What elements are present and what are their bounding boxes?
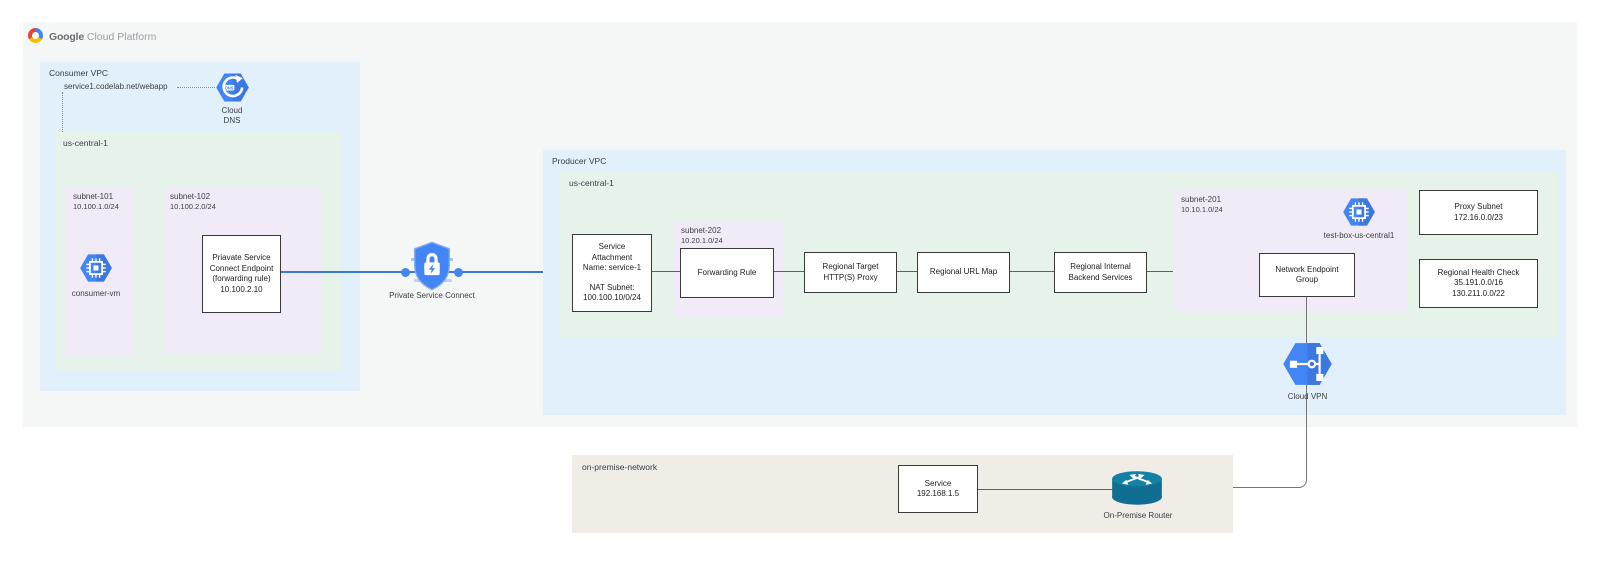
producer-region-label: us-central-1 — [569, 178, 614, 188]
vpn-route-line — [1163, 297, 1307, 488]
connector — [774, 271, 804, 272]
consumer-region-label: us-central-1 — [63, 138, 108, 148]
on-premise-label: on-premise-network — [582, 462, 658, 472]
consumer-vpc-label: Consumer VPC — [49, 68, 109, 78]
cloud-dns-icon-text: DNS — [225, 85, 234, 90]
subnet-201-name: subnet-201 — [1181, 195, 1222, 204]
connector — [897, 271, 917, 272]
cloud-vpn-label: Cloud VPN — [1287, 392, 1328, 401]
dns-dotted-line — [177, 87, 215, 88]
regional-url-map-label: Regional URL Map — [929, 267, 998, 277]
producer-vpc-label: Producer VPC — [552, 156, 607, 166]
psc-left-dot — [401, 268, 410, 277]
psc-right-dot — [454, 268, 463, 277]
dns-record-text: service1.codelab.net/webapp — [64, 82, 168, 91]
gcp-logo-icon — [28, 28, 43, 43]
on-premise-router-icon — [1112, 471, 1162, 505]
connector — [1010, 271, 1054, 272]
subnet-201-cidr: 10.10.1.0/24 — [1181, 205, 1223, 214]
consumer-vm-label: consumer-vm — [71, 289, 121, 298]
cloud-vpn-icon — [1283, 343, 1332, 385]
connector — [978, 489, 1113, 490]
subnet-202-cidr: 10.20.1.0/24 — [681, 236, 723, 245]
brand-suffix: Cloud Platform — [86, 31, 157, 43]
regional-url-map-box: Regional URL Map — [917, 252, 1010, 293]
brand-google: Google — [49, 31, 84, 43]
subnet-101-cidr: 10.100.1.0/24 — [73, 202, 119, 211]
forwarding-rule-label: Forwarding Rule — [697, 267, 757, 277]
subnet-202-name: subnet-202 — [681, 226, 722, 235]
connector — [652, 271, 680, 272]
test-box-vm-label: test-box-us-central1 — [1323, 231, 1395, 240]
subnet-102-name: subnet-102 — [170, 192, 211, 201]
brand-title: Google Cloud Platform — [49, 31, 156, 43]
subnet-101-name: subnet-101 — [73, 192, 114, 201]
on-premise-router-label: On-Premise Router — [1103, 511, 1173, 520]
cloud-dns-icon: DNS — [216, 73, 249, 102]
subnet-102-cidr: 10.100.2.0/24 — [170, 202, 216, 211]
psc-label: Private Service Connect — [389, 291, 475, 300]
forwarding-rule-box: Forwarding Rule — [680, 248, 774, 298]
psc-dash — [440, 279, 452, 282]
test-box-vm-icon — [1343, 198, 1375, 226]
private-service-connect-icon — [414, 241, 450, 291]
consumer-vm-icon — [80, 254, 112, 282]
